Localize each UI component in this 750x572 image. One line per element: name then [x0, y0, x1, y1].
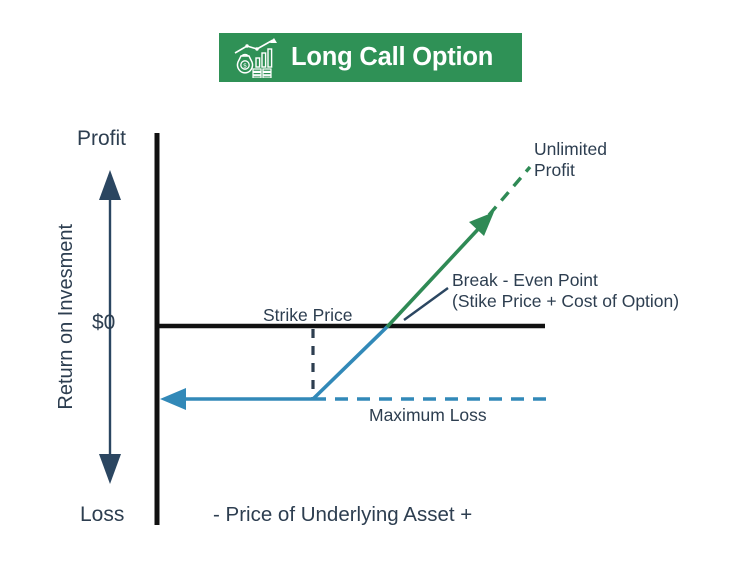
axis-label-zero: $0	[92, 311, 116, 334]
annotation-break-even-line2: (Stike Price + Cost of Option)	[452, 290, 680, 311]
header-title: Long Call Option	[291, 43, 494, 71]
annotation-maximum-loss: Maximum Loss	[369, 405, 487, 425]
svg-text:$: $	[243, 61, 247, 69]
y-axis-title: Return on Invesment	[55, 223, 78, 410]
annotation-unlimited-profit-line1: Unlimited	[534, 139, 607, 159]
annotation-unlimited-profit-line2: Profit	[534, 159, 575, 180]
unlimited-profit-dashed-line	[487, 165, 532, 217]
money-bag-bar-chart-growth-icon: $	[234, 37, 277, 78]
header-banner: $ Long Call Option	[219, 33, 522, 82]
payoff-line-green	[385, 212, 494, 329]
axis-label-loss: Loss	[80, 503, 125, 526]
annotation-break-even-line1: Break - Even Point	[452, 270, 598, 290]
axis-label-profit: Profit	[77, 127, 127, 150]
unlimited-profit-arrowhead	[469, 212, 494, 236]
annotation-strike-price: Strike Price	[263, 305, 353, 325]
break-even-leader-line	[403, 287, 449, 321]
profit-loss-direction-arrow	[99, 170, 121, 484]
annotation-break-even-point: Break - Even Point (Stike Price + Cost o…	[452, 270, 679, 311]
x-axis-title: - Price of Underlying Asset +	[213, 503, 473, 526]
maximum-loss-arrowhead	[160, 388, 186, 410]
payoff-line-blue	[160, 323, 391, 410]
annotation-unlimited-profit: Unlimited Profit	[534, 139, 607, 180]
